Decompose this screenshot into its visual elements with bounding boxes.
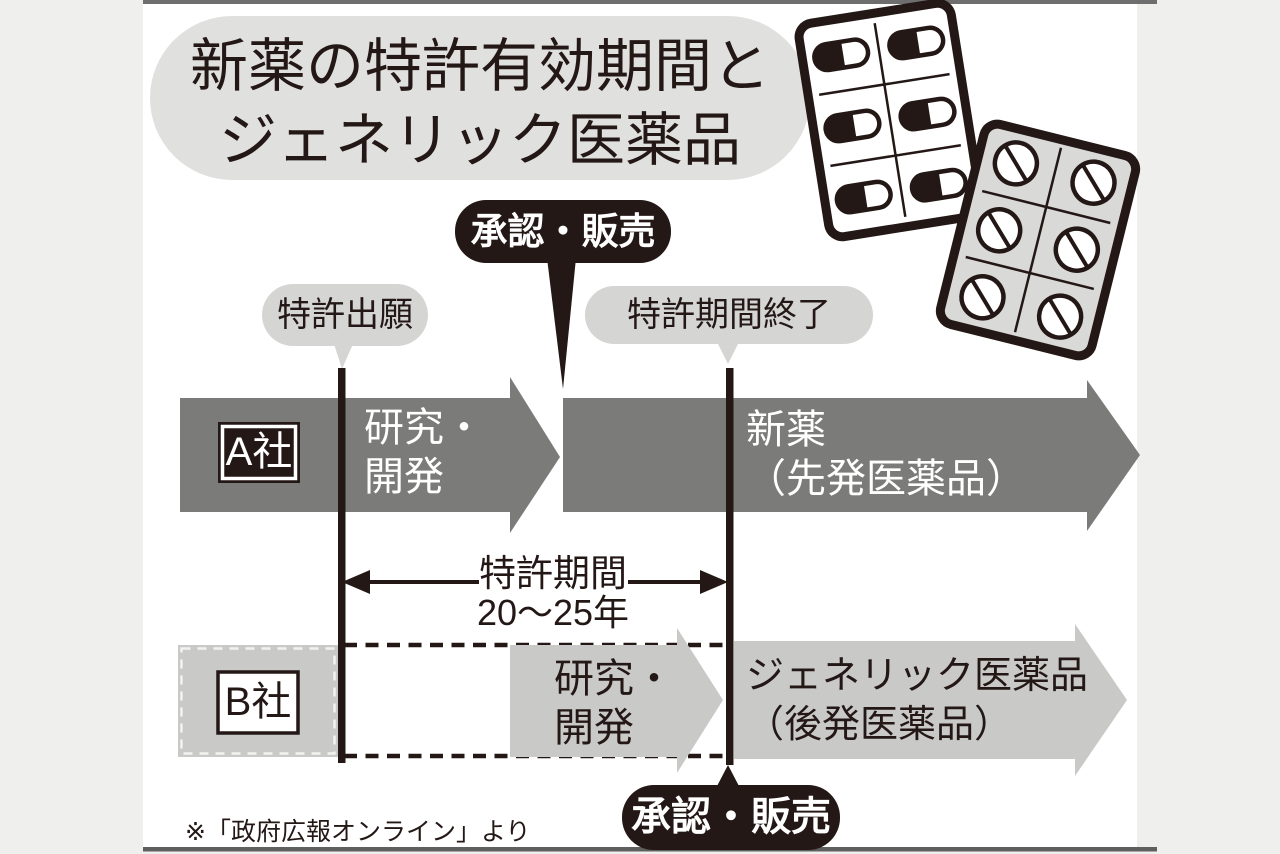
- top-rule: [143, 0, 1157, 4]
- company-b-name: B社: [224, 680, 292, 724]
- tablet-blister-pack-icon: [935, 119, 1141, 361]
- patent-period-arrow-left-head: [342, 570, 370, 594]
- company-b-generic-band: [734, 641, 1075, 759]
- company-b-rnd-text: 研究・ 開発: [554, 655, 674, 753]
- capsule-blister-pack-icon: [794, 0, 986, 242]
- patent-term-end-label: 特許期間終了: [627, 296, 831, 334]
- patent-application-label: 特許出願: [277, 296, 413, 334]
- approval-sale-top-label: 承認・販売: [470, 211, 656, 252]
- approval-sale-bottom-balloon-tail: [716, 765, 740, 788]
- approval-sale-top-balloon-tail: [547, 258, 576, 389]
- company-a-rnd-line1: 研究・: [364, 406, 484, 450]
- title-line2: ジェネリック医薬品: [218, 108, 741, 173]
- company-b-rnd-line1: 研究・: [554, 657, 674, 701]
- company-b-product-line2: （後発医薬品）: [746, 704, 1013, 746]
- company-a-newdrug-band: [563, 398, 1087, 512]
- company-a-product-line2: （先発医薬品）: [746, 457, 1026, 501]
- company-a-name: A社: [225, 430, 293, 474]
- source-note: ※「政府広報オンライン」より: [185, 818, 531, 846]
- patent-application-balloon-tail: [334, 344, 353, 369]
- title-line1: 新薬の特許有効期間と: [189, 34, 770, 99]
- patent-application-balloon: [262, 284, 428, 346]
- patent-term-end-balloon-tail: [717, 342, 739, 364]
- title-pill: [150, 16, 810, 180]
- patent-period-arrow-right-head: [700, 570, 728, 594]
- approval-sale-bottom-balloon: [622, 785, 840, 850]
- company-a-rnd-line2: 開発: [364, 455, 444, 499]
- company-a-rnd-arrowhead: [510, 377, 560, 533]
- company-a-newdrug-arrowhead: [1087, 380, 1140, 531]
- patent-term-end-line: [726, 368, 734, 765]
- company-b-product-text: ジェネリック医薬品 （後発医薬品）: [746, 652, 1088, 750]
- company-a-box: [218, 422, 300, 483]
- patent-application-line: [338, 368, 346, 763]
- company-a-product-text: 新薬 （先発医薬品）: [746, 406, 1026, 504]
- approval-sale-top-balloon: [455, 200, 671, 263]
- patent-term-end-balloon: [585, 286, 873, 344]
- company-b-generic-arrowhead: [1075, 624, 1127, 776]
- company-b-rnd-arrowhead: [677, 628, 723, 773]
- company-b-box: [216, 670, 300, 735]
- company-b-rnd-band: [510, 645, 677, 757]
- company-b-product-line1: ジェネリック医薬品: [746, 655, 1089, 697]
- company-a-product-line1: 新薬: [746, 408, 826, 452]
- company-a-rnd-text: 研究・ 開発: [364, 404, 484, 502]
- patent-period-label: 特許期間: [479, 553, 627, 594]
- company-b-rnd-line2: 開発: [554, 706, 634, 750]
- patent-period-duration: 20〜25年: [476, 592, 630, 633]
- approval-sale-bottom-label: 承認・販売: [631, 795, 831, 839]
- company-a-box-inner-border: [220, 424, 298, 481]
